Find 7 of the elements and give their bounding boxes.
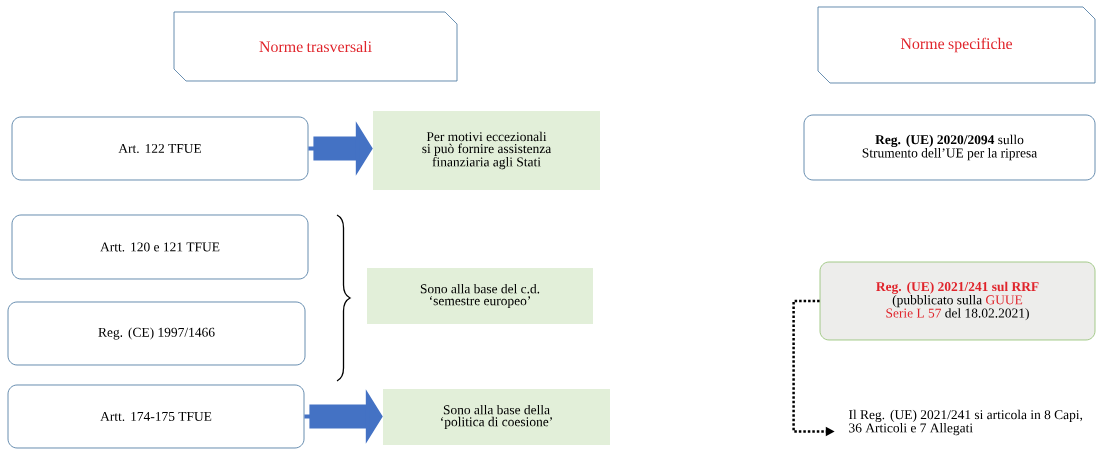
heading-box: Norme trasversali — [173, 11, 458, 82]
note-text: Il Reg. (UE) 2021/241 si articola in 8 Capi, 36 Articoli e 7 Allegati — [849, 409, 1083, 436]
note-box: Sono alla base del c.d. ‘semestre europeo’ — [367, 268, 593, 324]
regulation-box: Reg. (UE) 2021/241 sul RRF (pubblicato sulla GUUE Serie L 57 del 18.02.2021) — [819, 261, 1096, 341]
heading-box: Norme specifiche — [817, 6, 1096, 84]
note-box: Sono alla base della ‘politica di coesione’ — [383, 389, 610, 445]
note-box: Per motivi eccezionali si può fornire assistenza finanziaria agli Stati — [373, 111, 600, 190]
